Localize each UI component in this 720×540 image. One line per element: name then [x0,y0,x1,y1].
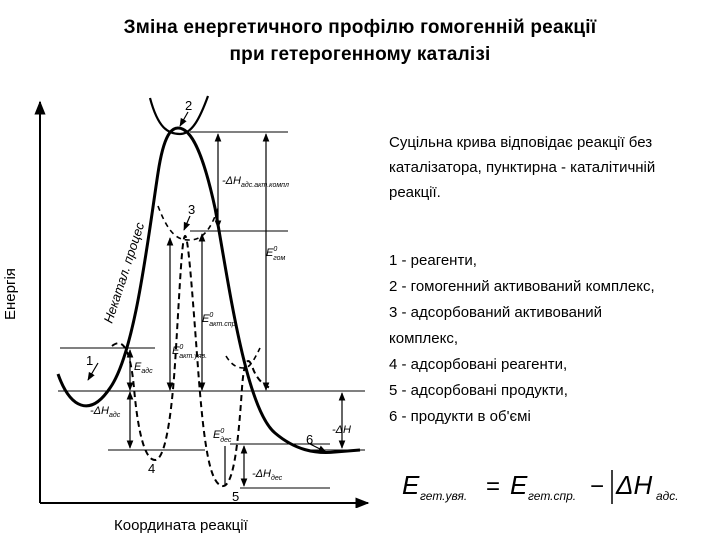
annot-dH-complex: -ΔHадс.акт.компл [222,175,289,189]
slide-title: Зміна енергетичного профілю гомогенній р… [0,14,720,68]
point-label-3: 3 [188,202,195,217]
point-labels: 1 2 3 4 5 6 [86,98,313,504]
pointer-6 [309,443,327,453]
energy-diagram: 1 2 3 4 5 6 Некатал. процес -ΔHадс.акт.к… [30,88,375,509]
formula: E гет.увя. = E гет.спр. − ΔH адс. [400,462,700,512]
point-label-2: 2 [185,98,192,113]
pointer-1 [87,362,99,381]
axes [34,100,370,509]
point-label-5: 5 [232,489,239,504]
legend-item: 1 - реагенти, [389,252,477,269]
point-label-6: 6 [306,432,313,447]
point-label-4: 4 [148,461,155,476]
energy-diagram-svg: 1 2 3 4 5 6 Некатал. процес -ΔHадс.акт.к… [34,95,370,509]
formula-minus: − [590,473,604,500]
x-axis-label: Координата реакції [114,517,248,534]
pointer-3 [183,215,191,231]
legend-item: 6 - продукти в об'ємі [389,408,531,425]
formula-dh: ΔH [615,470,652,500]
catalyzed-curve [111,234,271,487]
formula-lhs: E [402,470,420,500]
legend-item: 3 - адсорбований активований [389,304,603,321]
title-line-1: Зміна енергетичного профілю гомогенній р… [123,17,597,38]
energy-arrows [126,133,346,487]
legend: 1 - реагенти, 2 - гомогенний активований… [389,248,714,430]
annot-E-ads: Eадс [134,361,153,375]
legend-item: комплекс, [389,330,459,347]
formula-equals: = [486,473,500,500]
complex-2-cap [148,95,210,136]
annot-dH: -ΔH [332,424,351,436]
y-axis-label: Енергія [2,268,19,320]
annot-dH-ads: -ΔHадс [90,405,121,419]
formula-rhs: E [510,470,528,500]
complex-3-cap [157,205,219,241]
annot-dH-des: -ΔHдес [252,468,283,482]
title-line-2: при гетерогенному каталізі [229,44,491,65]
formula-dh-sub: адс. [656,489,679,503]
pointer-2 [179,111,189,127]
legend-item: 5 - адсорбовані продукти, [389,382,568,399]
product-desorption-bump [225,347,261,369]
uncatalyzed-curve [56,126,361,454]
legend-item: 4 - адсорбовані реагенти, [389,356,568,373]
formula-lhs-sub: гет.увя. [420,489,467,503]
point-pointers [87,111,327,453]
description: Суцільна крива відповідає реакції без ка… [389,134,656,201]
legend-item: 2 - гомогенний активований комплекс, [389,278,655,295]
formula-rhs-sub: гет.спр. [528,489,576,503]
point-label-1: 1 [86,353,93,368]
formula-svg: E гет.увя. = E гет.спр. − ΔH адс. [402,470,679,504]
uncatalyzed-curve-label: Некатал. процес [101,220,148,325]
